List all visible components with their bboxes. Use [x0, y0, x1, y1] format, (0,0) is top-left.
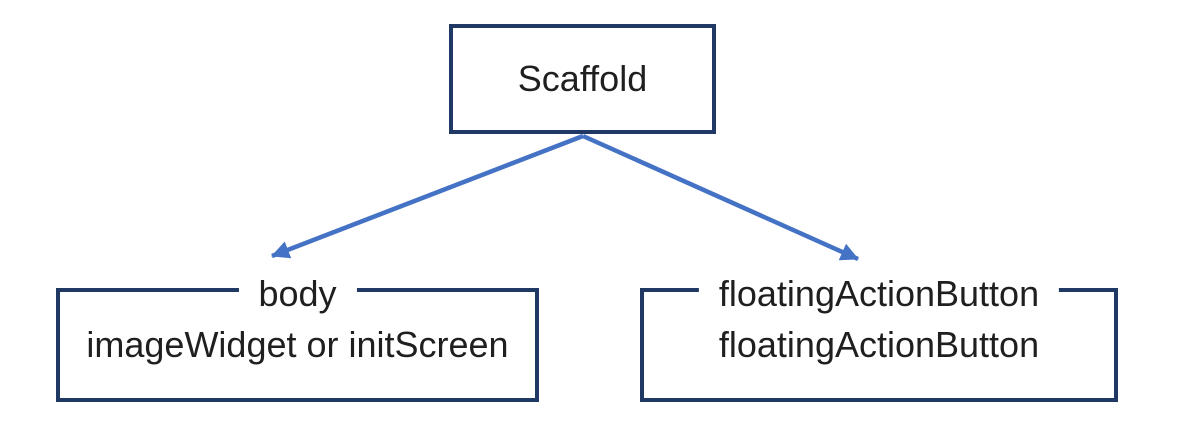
node-body-content: imageWidget or initScreen [86, 324, 509, 366]
node-floating-action-button-content: floatingActionButton [718, 324, 1040, 366]
node-scaffold: Scaffold [449, 24, 716, 134]
node-floating-action-button-legend: floatingActionButton [698, 275, 1060, 313]
arrow-scaffold-to-floating-action-button [582, 133, 859, 262]
node-floating-action-button: floatingActionButton floatingActionButto… [640, 275, 1118, 402]
arrow-scaffold-to-body [271, 133, 584, 259]
node-scaffold-label: Scaffold [517, 58, 648, 100]
node-body: body imageWidget or initScreen [56, 275, 539, 402]
node-body-legend: body [238, 275, 357, 313]
